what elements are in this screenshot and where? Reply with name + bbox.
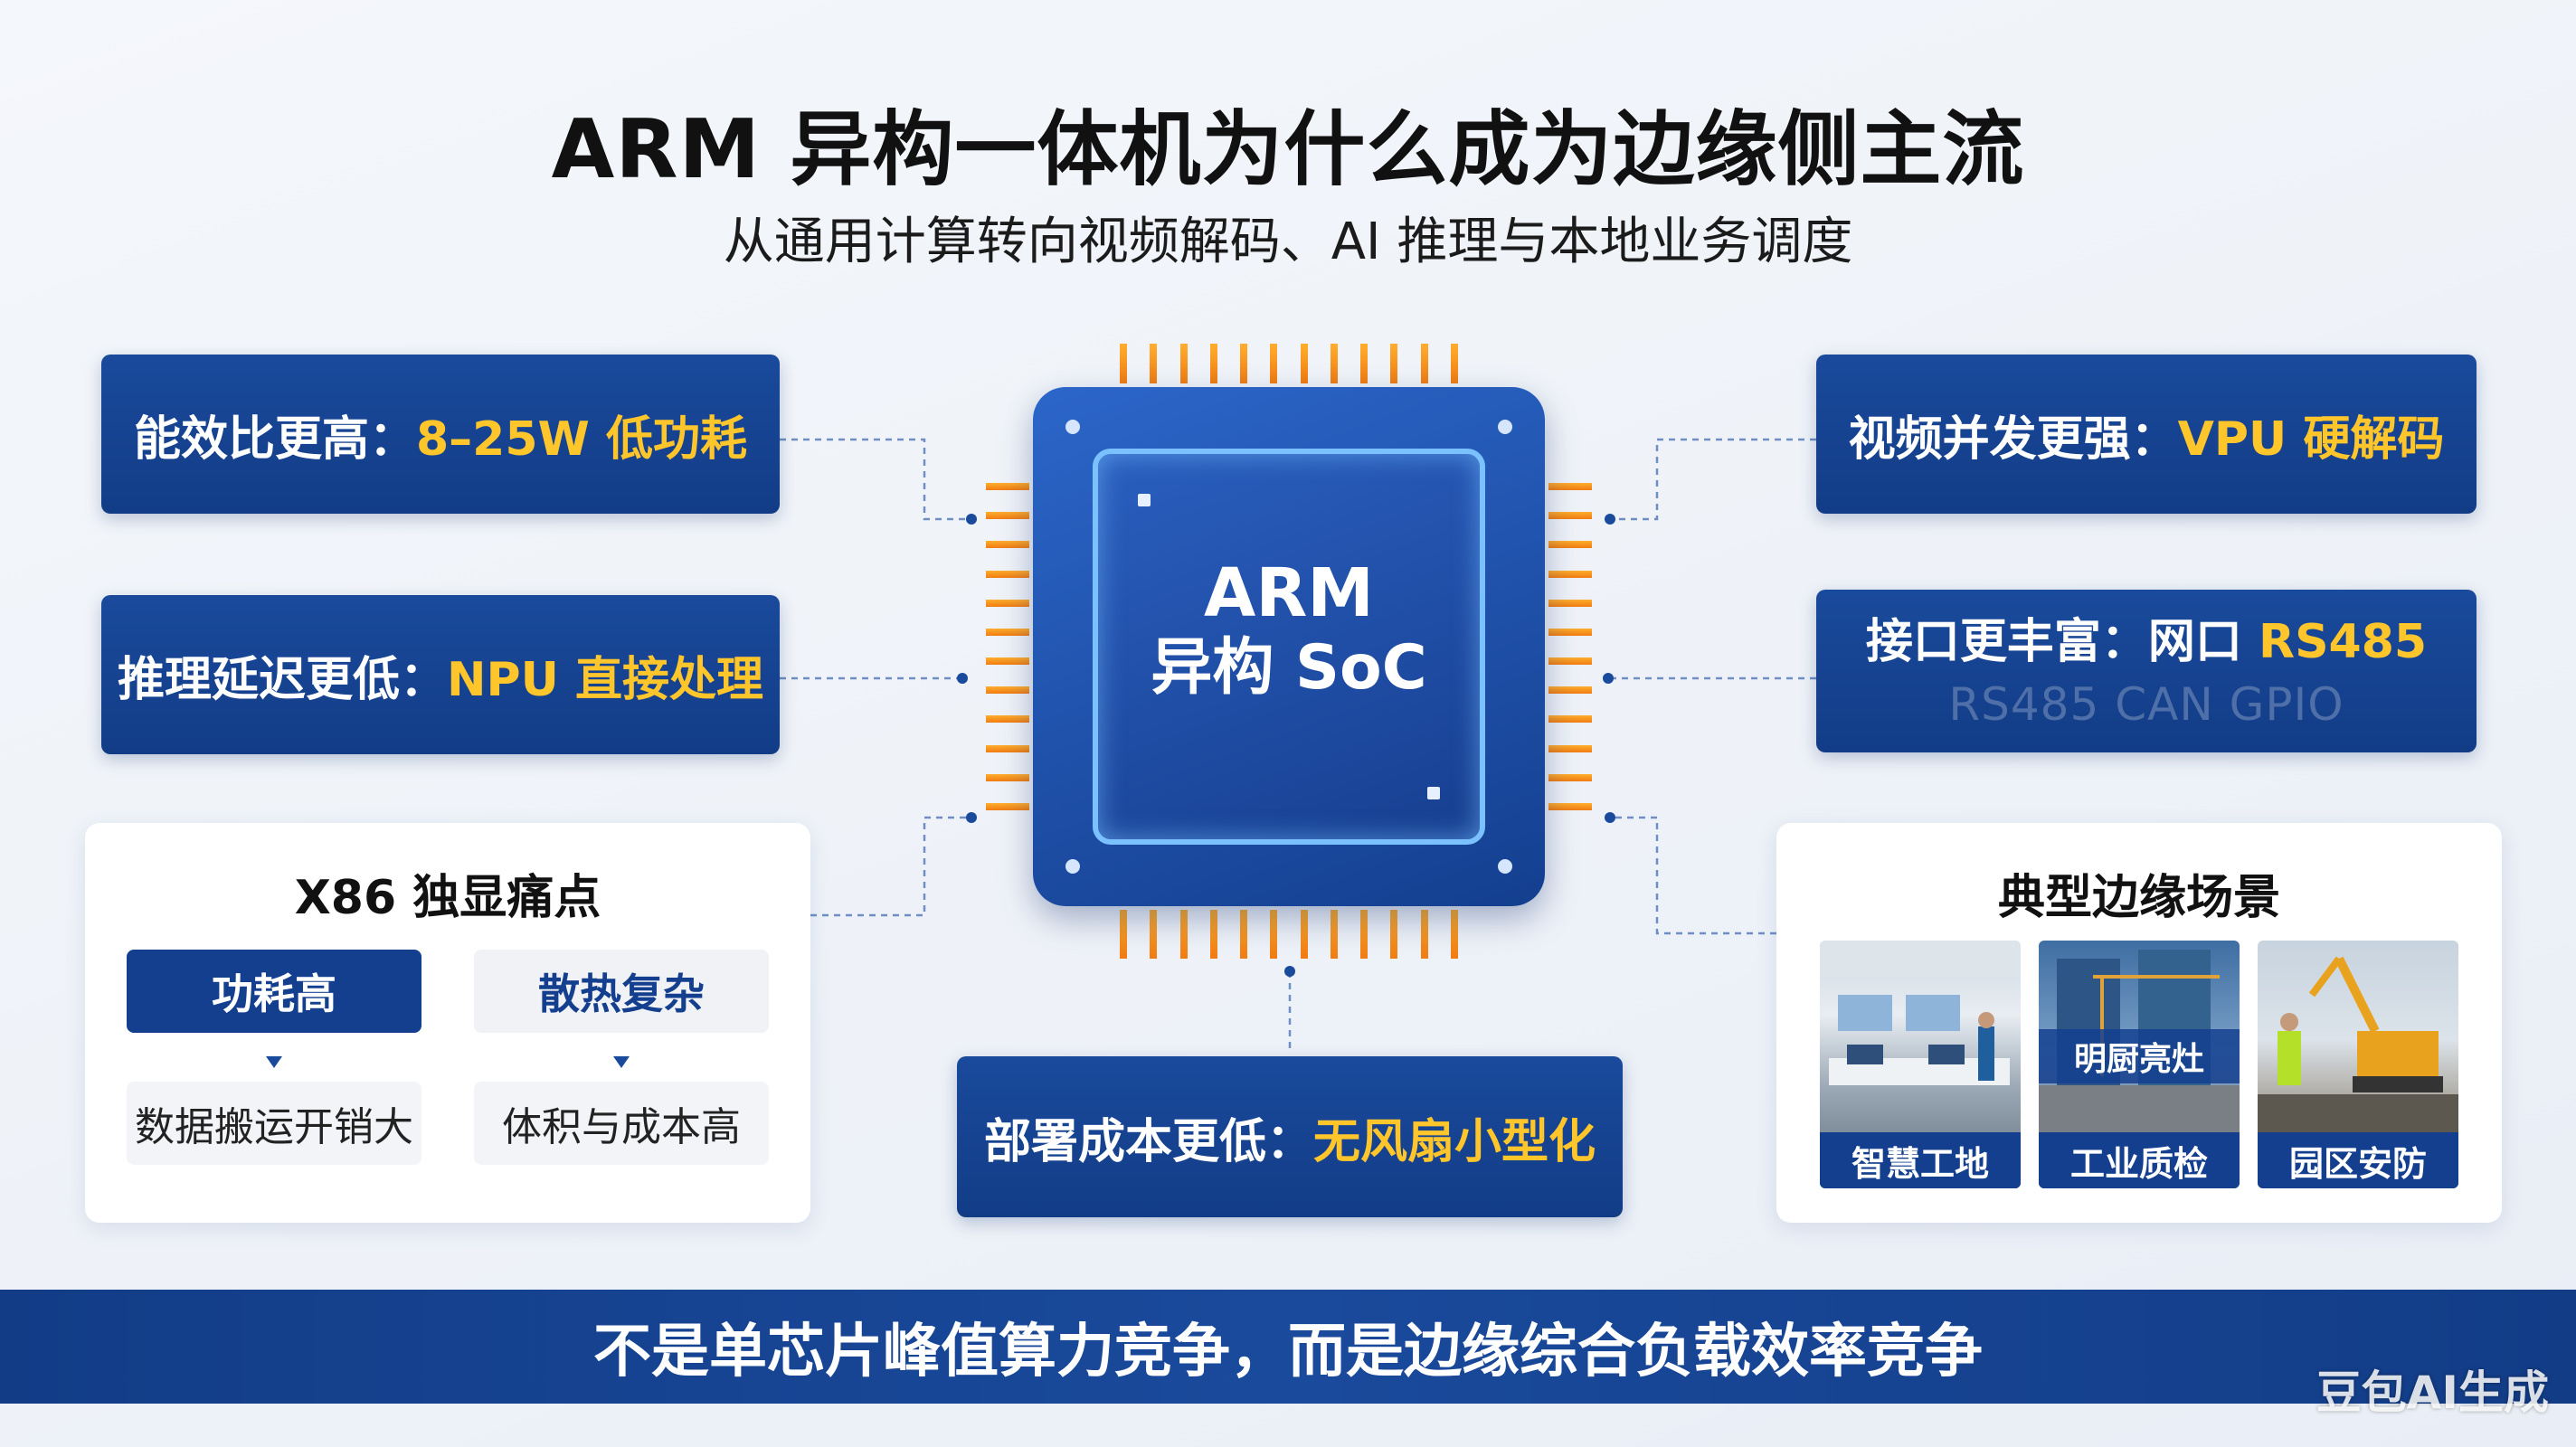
- chip-pin: [1451, 344, 1458, 383]
- die-marker: [1138, 494, 1151, 506]
- pain-detail-size-cost: 体积与成本高: [474, 1082, 769, 1165]
- scene-label: 园区安防: [2258, 1132, 2458, 1188]
- chip-pin: [1150, 910, 1158, 959]
- chip-pin: [1548, 773, 1592, 781]
- inference-latency-highlight: NPU 直接处理: [447, 652, 763, 707]
- interfaces-label: 接口更丰富：网口: [1865, 614, 2259, 669]
- conclusion-banner: 不是单芯片峰值算力竞争，而是边缘综合负载效率竞争: [0, 1290, 2576, 1404]
- chip-die: ARM 异构 SoC: [1093, 449, 1485, 845]
- chip-pin: [1548, 803, 1592, 810]
- page-title: ARM 异构一体机为什么成为边缘侧主流: [551, 102, 2025, 197]
- chip-pin: [1179, 344, 1188, 383]
- interfaces-highlight: RS485: [2259, 614, 2428, 669]
- inference-latency-box: 推理延迟更低：NPU 直接处理: [101, 595, 780, 754]
- interfaces-box: 接口更丰富：网口 RS485 RS485 CAN GPIO: [1816, 590, 2477, 752]
- energy-efficiency-label: 能效比更高：: [133, 411, 416, 467]
- scene-label: 智慧工地: [1820, 1132, 2021, 1188]
- chip-pin: [1548, 599, 1592, 607]
- interfaces-sublabel: RS485 CAN GPIO: [1948, 677, 2344, 731]
- chip-pin: [1548, 541, 1592, 549]
- excavator-image: [2258, 956, 2458, 1132]
- chip-pin: [1548, 483, 1592, 490]
- chip-pin: [1360, 344, 1368, 383]
- chip-pin: [986, 773, 1029, 781]
- scene-campus-security: 园区安防: [2258, 941, 2458, 1188]
- chip-pin: [1451, 910, 1458, 959]
- deployment-cost-highlight: 无风扇小型化: [1313, 1114, 1596, 1169]
- chip-pin: [1330, 344, 1338, 383]
- deployment-cost-label: 部署成本更低：: [983, 1114, 1313, 1169]
- chip-pin: [1360, 910, 1368, 959]
- chip-pin: [1300, 344, 1308, 383]
- chip-label-line1: ARM: [1204, 554, 1374, 632]
- inference-latency-label: 推理延迟更低：: [118, 652, 448, 707]
- chip-pin: [1209, 910, 1217, 959]
- scenes-card-title: 典型边缘场景: [1997, 871, 2280, 925]
- deployment-cost-box: 部署成本更低：无风扇小型化: [957, 1056, 1623, 1217]
- energy-efficiency-box: 能效比更高：8–25W 低功耗: [101, 355, 780, 514]
- energy-efficiency-highlight: 8–25W 低功耗: [416, 411, 748, 467]
- chip-pin: [986, 570, 1029, 578]
- chip-corner-dot: [1065, 859, 1080, 874]
- edge-scenes-card: 典型边缘场景 智慧工地 明厨亮灶 工业质检: [1776, 823, 2502, 1223]
- chip-label-line2: 异构 SoC: [1151, 632, 1427, 704]
- chip-pin: [1548, 744, 1592, 752]
- chip-pin: [986, 803, 1029, 810]
- pain-card-title: X86 独显痛点: [294, 871, 601, 925]
- chip-corner-dot: [1498, 859, 1512, 874]
- video-concurrency-box: 视频并发更强：VPU 硬解码: [1816, 355, 2477, 514]
- chip-pin: [986, 744, 1029, 752]
- chip-pin: [1120, 910, 1127, 959]
- chip-pin: [1270, 910, 1278, 959]
- chip-pin: [1240, 344, 1248, 383]
- x86-pain-card: X86 独显痛点 功耗高 数据搬运开销大 散热复杂 体积与成本高: [85, 823, 810, 1223]
- scene-overlay-label: 明厨亮灶: [2039, 1029, 2240, 1083]
- chip-pin: [1420, 910, 1428, 959]
- video-concurrency-highlight: VPU 硬解码: [2177, 411, 2445, 467]
- chip-pin: [1548, 657, 1592, 666]
- chip-pin: [1240, 910, 1248, 959]
- chip-pin: [1179, 910, 1188, 959]
- arrow-down-icon: [266, 1056, 282, 1068]
- scene-label: 工业质检: [2039, 1132, 2240, 1188]
- pain-tag-power: 功耗高: [127, 950, 421, 1033]
- scene-industrial-inspection: 明厨亮灶 工业质检: [2039, 941, 2240, 1188]
- chip-pin: [1390, 910, 1398, 959]
- soc-chip: ARM 异构 SoC: [1033, 387, 1545, 906]
- chip-pin: [1390, 344, 1398, 383]
- chip-pin: [986, 715, 1029, 724]
- chip-pin: [986, 657, 1029, 666]
- chip-pin: [1548, 570, 1592, 578]
- chip-pin: [1150, 344, 1158, 383]
- chip-pin: [1548, 628, 1592, 636]
- chip-pin: [1420, 344, 1428, 383]
- chip-pin: [986, 541, 1029, 549]
- pain-tag-cooling: 散热复杂: [474, 950, 769, 1033]
- video-concurrency-label: 视频并发更强：: [1848, 411, 2178, 467]
- chip-pin: [986, 483, 1029, 490]
- chip-corner-dot: [1498, 420, 1512, 434]
- chip-pin: [1300, 910, 1308, 959]
- chip-pin: [1548, 715, 1592, 724]
- chip-pin: [1330, 910, 1338, 959]
- control-room-image: [1820, 941, 2021, 1085]
- page-subtitle: 从通用计算转向视频解码、AI 推理与本地业务调度: [723, 213, 1853, 271]
- chip-pin: [986, 512, 1029, 520]
- chip-pin: [1548, 686, 1592, 695]
- chip-pin: [1209, 344, 1217, 383]
- chip-pin: [986, 686, 1029, 695]
- chip-pin: [986, 628, 1029, 636]
- scene-smart-construction: 智慧工地: [1820, 941, 2021, 1188]
- chip-pin: [1548, 512, 1592, 520]
- pain-detail-data-transfer: 数据搬运开销大: [127, 1082, 421, 1165]
- die-marker: [1427, 787, 1440, 799]
- chip-corner-dot: [1065, 420, 1080, 434]
- chip-pin: [986, 599, 1029, 607]
- arrow-down-icon: [613, 1056, 630, 1068]
- ai-watermark: 豆包AI生成: [2316, 1367, 2549, 1419]
- chip-pin: [1120, 344, 1127, 383]
- chip-pin: [1270, 344, 1278, 383]
